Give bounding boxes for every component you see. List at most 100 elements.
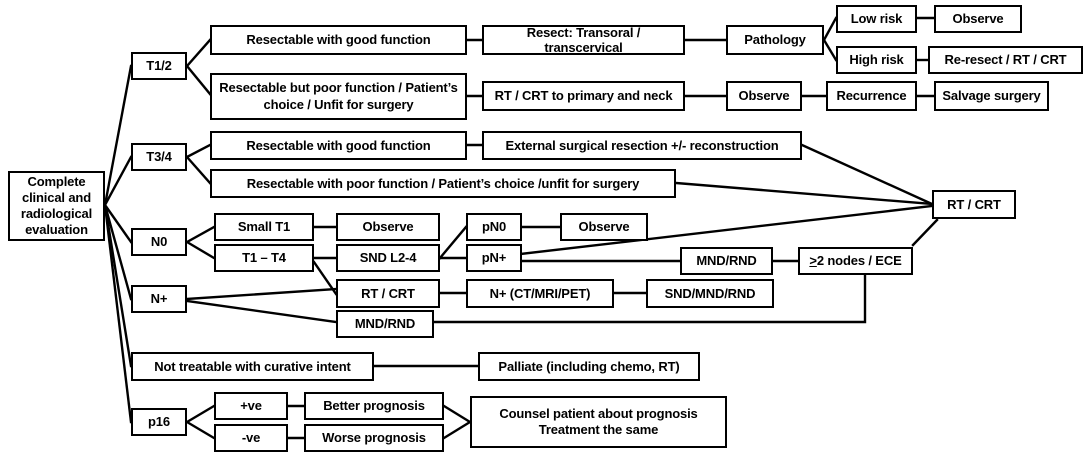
edge-snd-to-pn0 xyxy=(438,225,468,260)
edge-root-to-nplus xyxy=(103,203,133,301)
node-observe-pn0[interactable]: Observe xyxy=(560,213,648,241)
node-observe-small-t1-label: Observe xyxy=(362,219,414,235)
node-p16[interactable]: p16 xyxy=(131,408,187,436)
node-low-risk-label: Low risk xyxy=(850,11,903,27)
node-snd-l2-4-label: SND L2-4 xyxy=(359,250,417,266)
node-nplus-imaging-label: N+ (CT/MRI/PET) xyxy=(489,285,591,301)
node-pn-plus[interactable]: pN+ xyxy=(466,244,522,272)
node-small-t1[interactable]: Small T1 xyxy=(214,213,314,241)
node-re-resect[interactable]: Re-resect / RT / CRT xyxy=(928,46,1083,74)
node-observe-small-t1[interactable]: Observe xyxy=(336,213,440,241)
edge-pathology-to-lowrisk xyxy=(822,16,838,42)
node-pathology[interactable]: Pathology xyxy=(726,25,824,55)
node-n0[interactable]: N0 xyxy=(131,228,187,256)
node-t34-poor-function[interactable]: Resectable with poor function / Patient’… xyxy=(210,169,676,198)
edge-t12-to-good xyxy=(185,38,212,68)
edge-t1t4-to-rtcrt-mid xyxy=(312,260,338,296)
node-counsel-line1: Counsel patient about prognosis xyxy=(499,405,698,421)
node-mnd-rnd-upper[interactable]: MND/RND xyxy=(680,247,773,275)
edge-p16-to-neg xyxy=(185,420,216,440)
node-not-treatable-label: Not treatable with curative intent xyxy=(154,358,351,374)
node-mnd-rnd-upper-label: MND/RND xyxy=(696,253,757,269)
node-palliate[interactable]: Palliate (including chemo, RT) xyxy=(478,352,700,381)
node-rt-crt-right-label: RT / CRT xyxy=(947,196,1001,212)
node-resect-transoral[interactable]: Resect: Transoral / transcervical xyxy=(482,25,685,55)
node-pathology-label: Pathology xyxy=(744,32,806,48)
node-t12-good-function[interactable]: Resectable with good function xyxy=(210,25,467,55)
edge-t34-to-good xyxy=(185,143,212,159)
node-recurrence[interactable]: Recurrence xyxy=(826,81,917,111)
node-external-resection[interactable]: External surgical resection +/- reconstr… xyxy=(482,131,802,160)
node-better-prognosis-label: Better prognosis xyxy=(323,398,425,414)
node-pn-plus-label: pN+ xyxy=(481,250,507,266)
node-high-risk[interactable]: High risk xyxy=(836,46,917,74)
node-t1-t4-label: T1 – T4 xyxy=(242,250,286,266)
node-recurrence-label: Recurrence xyxy=(836,88,907,104)
node-nplus-label: N+ xyxy=(150,291,168,307)
node-p16-positive[interactable]: +ve xyxy=(214,392,288,420)
node-observe-recurrence-label: Observe xyxy=(738,88,790,104)
node-counsel-line2: Treatment the same xyxy=(538,422,659,437)
node-worse-prognosis[interactable]: Worse prognosis xyxy=(304,424,444,452)
node-t34-poor-function-label: Resectable with poor function / Patient’… xyxy=(246,175,640,191)
node-observe-pn0-label: Observe xyxy=(578,219,630,235)
node-nplus[interactable]: N+ xyxy=(131,285,187,313)
node-t34-good-function[interactable]: Resectable with good function xyxy=(210,131,467,160)
node-t34[interactable]: T3/4 xyxy=(131,143,187,171)
node-snd-mnd-rnd[interactable]: SND/MND/RND xyxy=(646,279,774,308)
node-p16-negative-label: -ve xyxy=(241,430,261,446)
node-salvage-surgery[interactable]: Salvage surgery xyxy=(934,81,1049,111)
node-snd-mnd-rnd-label: SND/MND/RND xyxy=(664,285,756,301)
node-high-risk-label: High risk xyxy=(849,52,904,68)
node-worse-prognosis-label: Worse prognosis xyxy=(322,430,426,446)
edge-n0-to-t1t4 xyxy=(185,240,216,260)
edge-pathology-to-highrisk xyxy=(822,38,838,62)
edge-t12-to-poor xyxy=(185,64,212,96)
node-t12-label: T1/2 xyxy=(146,58,172,74)
node-root-label: Complete clinical and radiological evalu… xyxy=(20,173,93,238)
edge-worse-to-counsel xyxy=(442,420,472,440)
node-mnd-rnd-lower[interactable]: MND/RND xyxy=(336,310,434,338)
node-palliate-label: Palliate (including chemo, RT) xyxy=(498,358,680,374)
node-external-resection-label: External surgical resection +/- reconstr… xyxy=(505,137,779,153)
node-t34-label: T3/4 xyxy=(146,149,172,165)
edge-root-to-t12 xyxy=(103,64,133,207)
node-better-prognosis[interactable]: Better prognosis xyxy=(304,392,444,420)
node-snd-l2-4[interactable]: SND L2-4 xyxy=(336,244,440,272)
node-rt-crt-mid[interactable]: RT / CRT xyxy=(336,279,440,308)
node-pn0-label: pN0 xyxy=(481,219,507,235)
node-observe-recurrence[interactable]: Observe xyxy=(726,81,802,111)
node-t12[interactable]: T1/2 xyxy=(131,52,187,80)
edge-external-to-rtcrt xyxy=(800,143,934,206)
node-n0-label: N0 xyxy=(150,234,168,250)
edge-t34poor-to-rtcrt xyxy=(674,181,934,206)
node-low-risk[interactable]: Low risk xyxy=(836,5,917,33)
node-nodes-ece-prefix: > xyxy=(809,253,817,269)
node-resect-transoral-label: Resect: Transoral / transcervical xyxy=(526,24,641,55)
node-nplus-imaging[interactable]: N+ (CT/MRI/PET) xyxy=(466,279,614,308)
edge-p16-to-pos xyxy=(185,404,216,424)
node-rt-crt-primary-neck[interactable]: RT / CRT to primary and neck xyxy=(482,81,685,111)
node-rt-crt-mid-label: RT / CRT xyxy=(361,285,415,301)
edge-n0-to-smallt1 xyxy=(185,225,216,244)
node-observe-low-risk[interactable]: Observe xyxy=(934,5,1022,33)
node-nodes-ece[interactable]: >2 nodes / ECE xyxy=(798,247,913,275)
node-pn0[interactable]: pN0 xyxy=(466,213,522,241)
node-not-treatable[interactable]: Not treatable with curative intent xyxy=(131,352,374,381)
edge-ece-to-rtcrt-right xyxy=(911,218,939,247)
node-p16-positive-label: +ve xyxy=(240,398,262,414)
node-nodes-ece-label: 2 nodes / ECE xyxy=(816,253,902,269)
node-root[interactable]: Complete clinical and radiological evalu… xyxy=(8,171,105,241)
node-t1-t4[interactable]: T1 – T4 xyxy=(214,244,314,272)
edge-better-to-counsel xyxy=(442,404,472,424)
node-counsel-patient[interactable]: Counsel patient about prognosis Treatmen… xyxy=(470,396,727,448)
edge-root-to-t34 xyxy=(103,155,133,207)
node-t12-poor-function[interactable]: Resectable but poor function / Patient’s… xyxy=(210,73,467,120)
node-p16-negative[interactable]: -ve xyxy=(214,424,288,452)
edge-t34-to-poor xyxy=(185,155,212,185)
node-rt-crt-right[interactable]: RT / CRT xyxy=(932,190,1016,219)
edge-nplus-to-rtcrt-mid xyxy=(185,287,338,301)
node-rt-crt-primary-neck-label: RT / CRT to primary and neck xyxy=(494,88,673,104)
node-small-t1-label: Small T1 xyxy=(237,219,291,235)
